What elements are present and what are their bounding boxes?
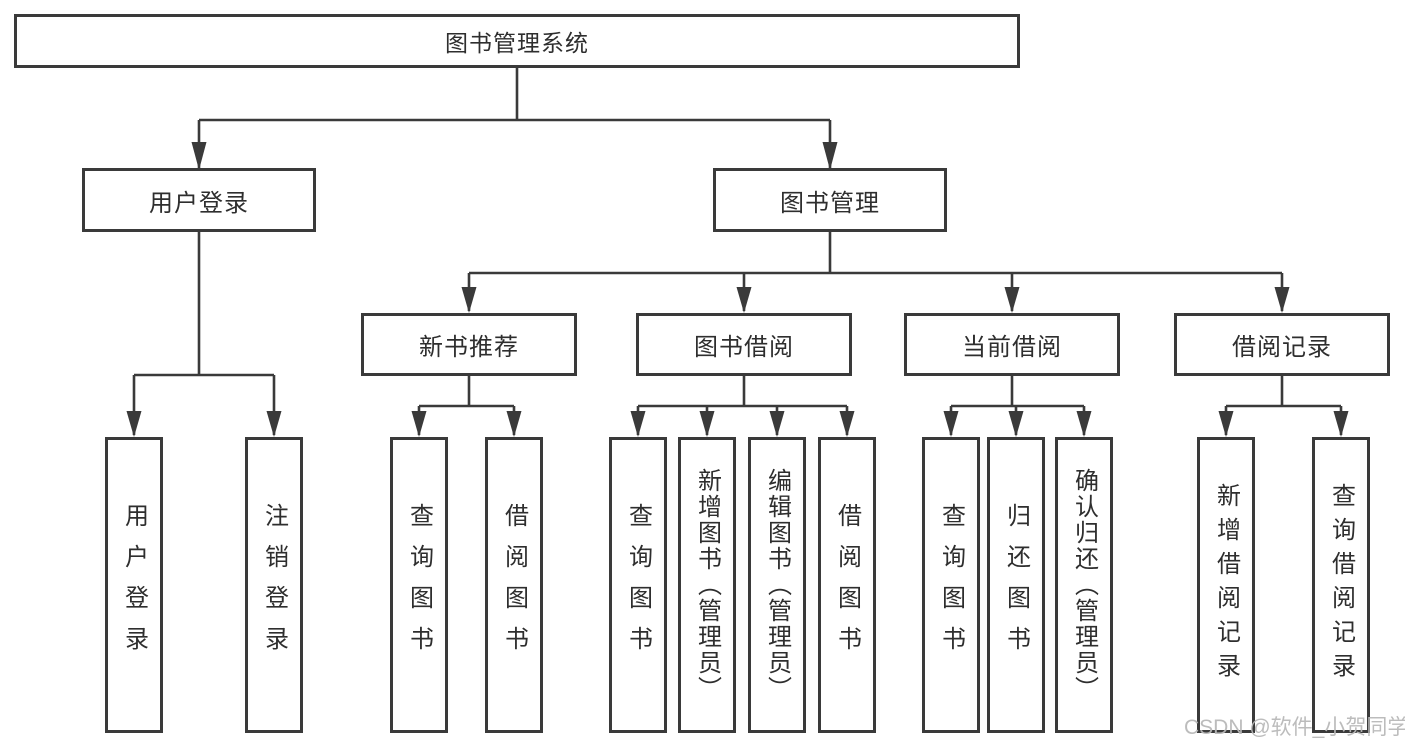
arrowhead: [1218, 411, 1234, 437]
leaf-label: 查询图书: [624, 503, 652, 667]
leaf-query-books-current: 查询图书: [922, 437, 980, 733]
node-label: 图书管理: [780, 189, 880, 217]
node-label: 图书管理系统: [445, 30, 589, 56]
leaf-label: 借阅图书: [833, 503, 861, 667]
leaf-confirm-return-admin: 确认归还（管理员）: [1055, 437, 1113, 733]
node-label: 当前借阅: [962, 334, 1062, 361]
node-root-system: 图书管理系统: [14, 14, 1020, 68]
arrowhead: [191, 142, 207, 170]
node-label: 用户登录: [149, 189, 249, 217]
connector-borrowrecords-to-leaves: [1218, 376, 1349, 437]
leaf-label: 借阅图书: [500, 503, 528, 667]
arrowhead: [461, 287, 477, 313]
leaf-label: 查询图书: [937, 503, 965, 667]
arrowhead: [943, 411, 959, 437]
node-borrowing-records: 借阅记录: [1174, 313, 1390, 376]
arrowhead: [839, 411, 855, 437]
leaf-label: 新增借阅记录: [1212, 483, 1240, 687]
connector-bookmgmt-to-level3: [461, 232, 1290, 313]
connector-root-to-level2: [191, 68, 838, 170]
node-label: 图书借阅: [694, 334, 794, 361]
leaf-query-books-recommend: 查询图书: [390, 437, 448, 733]
arrowhead: [699, 411, 715, 437]
arrowhead: [1333, 411, 1349, 437]
leaf-label: 新增图书（管理员）: [693, 468, 721, 702]
arrowhead: [822, 142, 838, 170]
node-label: 借阅记录: [1232, 334, 1332, 361]
node-label: 新书推荐: [419, 334, 519, 361]
leaf-edit-books-admin: 编辑图书（管理员）: [748, 437, 806, 733]
leaf-borrow-books-recommend: 借阅图书: [485, 437, 543, 733]
leaf-label: 确认归还（管理员）: [1070, 468, 1098, 702]
connector-userlogin-to-leaves: [126, 232, 282, 437]
arrowhead: [630, 411, 646, 437]
node-book-management: 图书管理: [713, 168, 947, 232]
arrowhead: [126, 411, 142, 437]
node-user-login: 用户登录: [82, 168, 316, 232]
connector-newbook-to-leaves: [411, 376, 522, 437]
arrowhead: [411, 411, 427, 437]
leaf-query-books-borrowing: 查询图书: [609, 437, 667, 733]
csdn-watermark: CSDN @软件_小贺同学: [1184, 716, 1405, 739]
leaf-add-borrow-record: 新增借阅记录: [1197, 437, 1255, 733]
arrowhead: [736, 287, 752, 313]
arrowhead: [769, 411, 785, 437]
arrowhead: [1076, 411, 1092, 437]
leaf-user-login: 用户登录: [105, 437, 163, 733]
leaf-label: 注销登录: [260, 503, 288, 667]
leaf-label: 编辑图书（管理员）: [763, 468, 791, 702]
leaf-label: 查询借阅记录: [1327, 483, 1355, 687]
leaf-label: 用户登录: [120, 503, 148, 667]
arrowhead: [1274, 287, 1290, 313]
node-current-borrowing: 当前借阅: [904, 313, 1120, 376]
leaf-add-books-admin: 新增图书（管理员）: [678, 437, 736, 733]
node-new-book-recommend: 新书推荐: [361, 313, 577, 376]
arrowhead: [1004, 287, 1020, 313]
leaf-label: 归还图书: [1002, 503, 1030, 667]
arrowhead: [506, 411, 522, 437]
arrowhead: [1008, 411, 1024, 437]
leaf-logout: 注销登录: [245, 437, 303, 733]
leaf-return-books: 归还图书: [987, 437, 1045, 733]
leaf-label: 查询图书: [405, 503, 433, 667]
leaf-query-borrow-record: 查询借阅记录: [1312, 437, 1370, 733]
connector-bookborrow-to-leaves: [630, 376, 855, 437]
connector-currentborrow-to-leaves: [943, 376, 1092, 437]
arrowhead: [266, 411, 282, 437]
leaf-borrow-books: 借阅图书: [818, 437, 876, 733]
node-book-borrowing: 图书借阅: [636, 313, 852, 376]
